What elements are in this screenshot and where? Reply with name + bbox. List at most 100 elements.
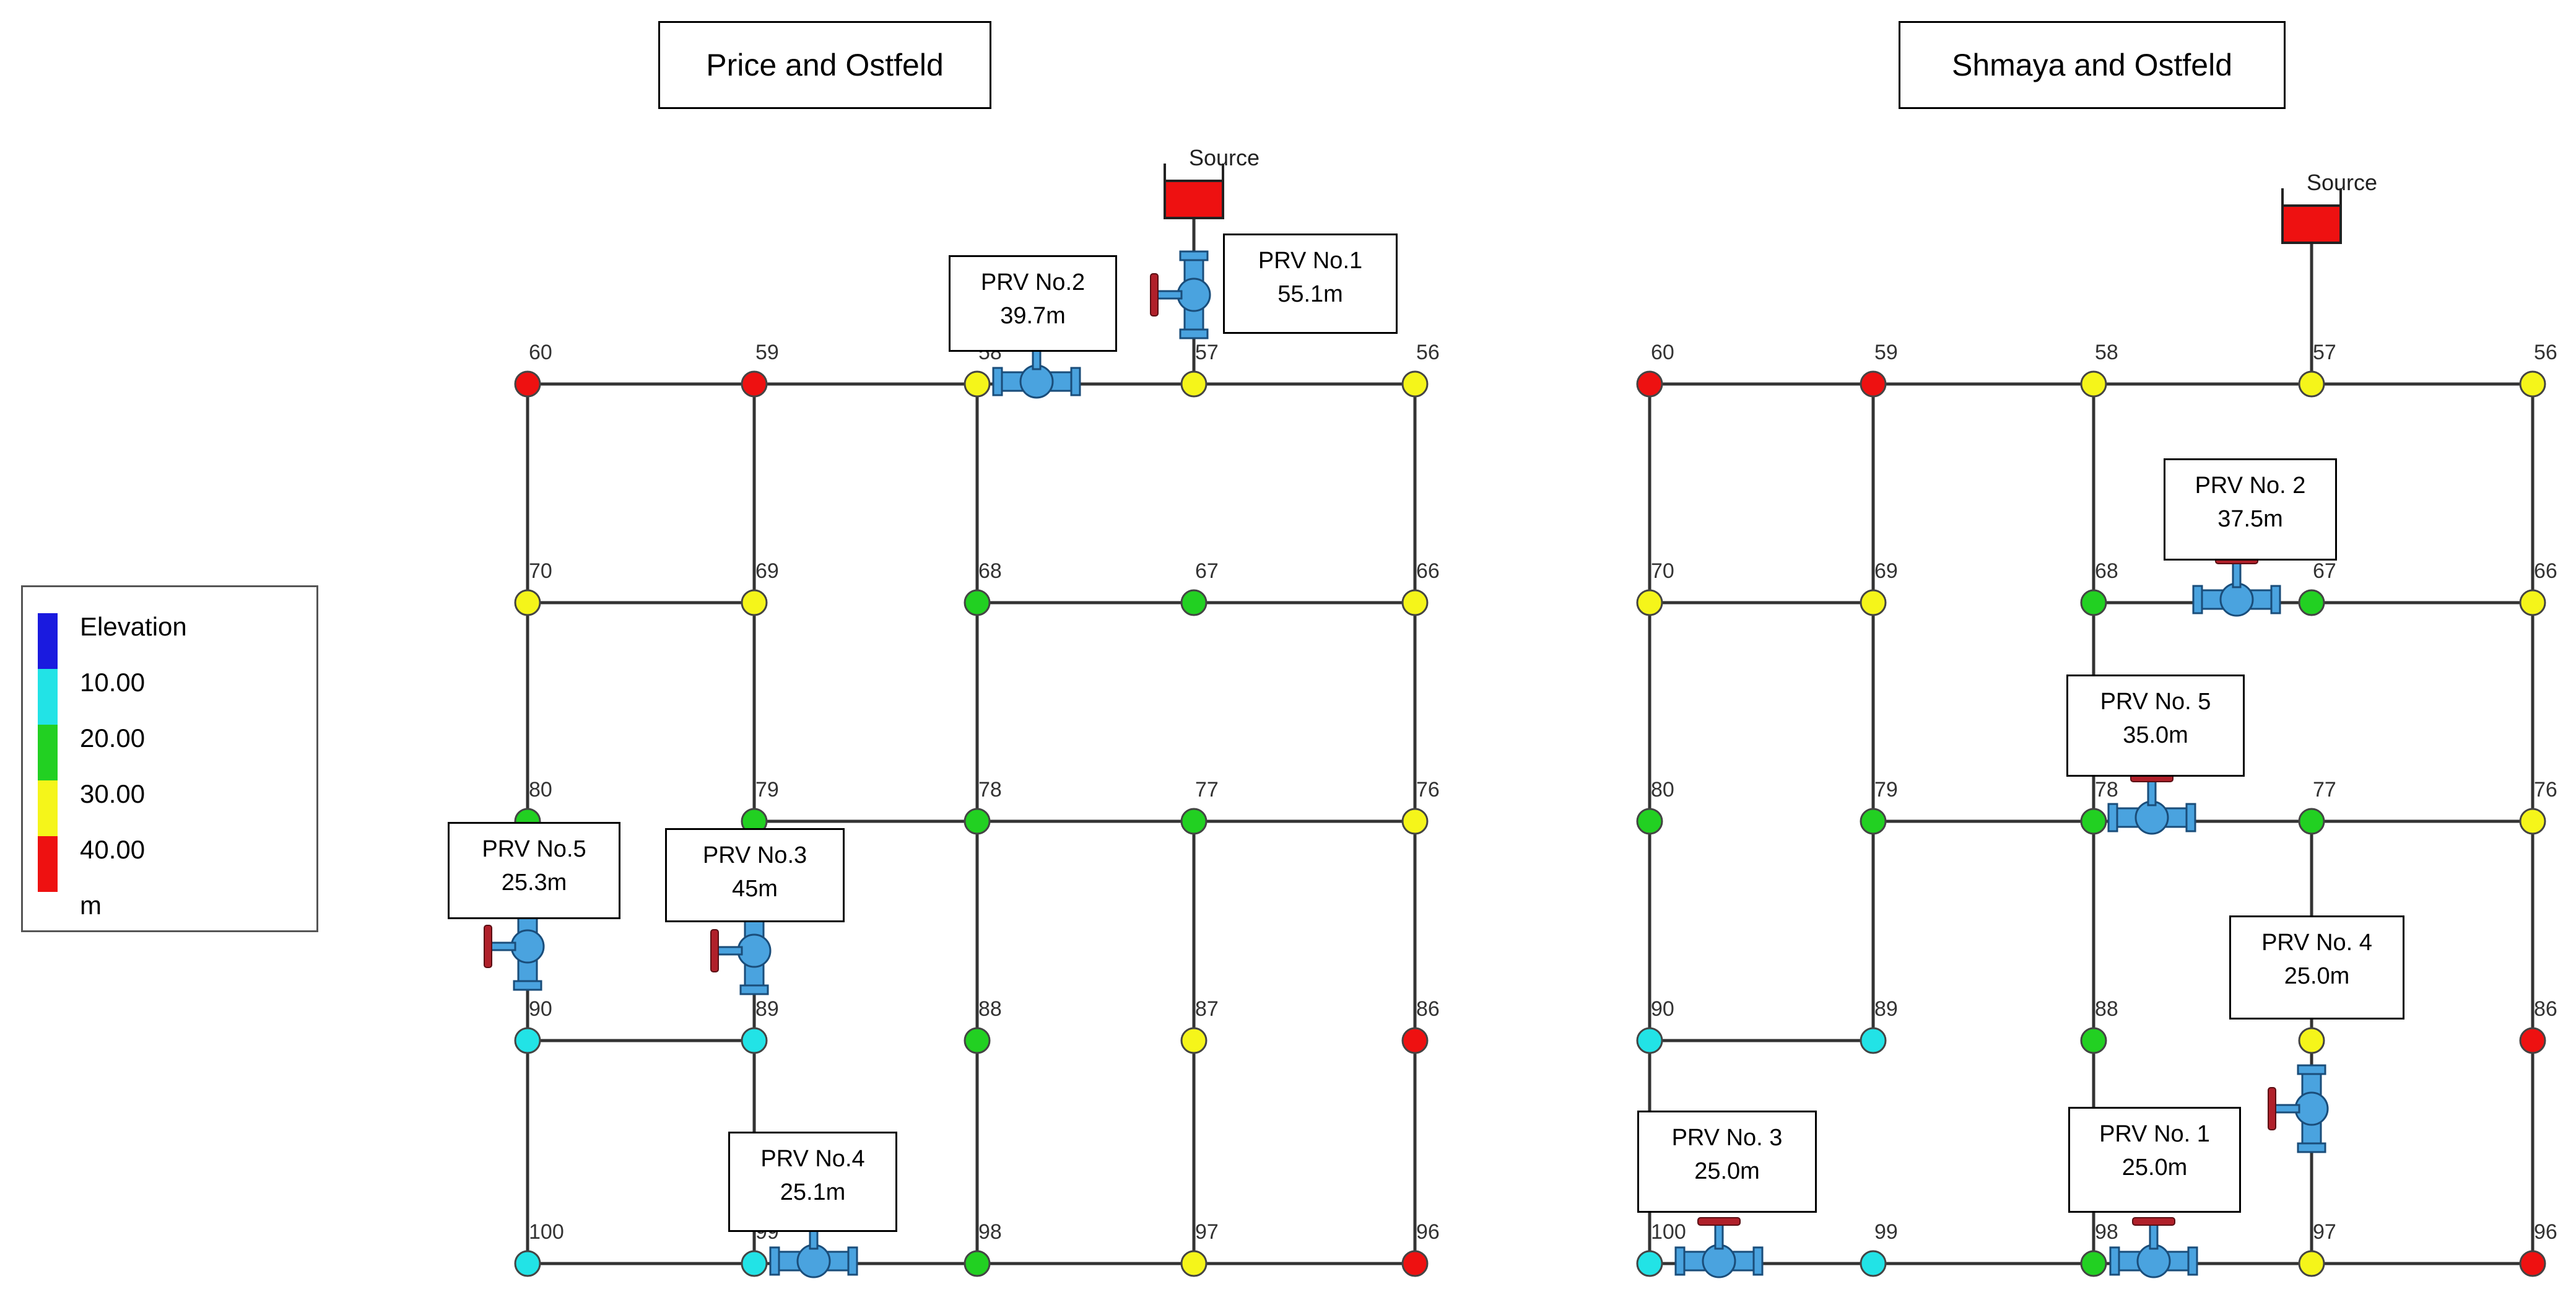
right-source-label: Source <box>2307 170 2377 195</box>
right-junction-label-97: 97 <box>2313 1220 2336 1244</box>
left-junction-99 <box>741 1250 768 1277</box>
right-prv-2-valve-icon-bonnet <box>2219 582 2254 617</box>
right-junction-label-96: 96 <box>2534 1220 2557 1244</box>
left-junction-76 <box>1401 808 1429 835</box>
left-junction-96 <box>1401 1250 1429 1277</box>
left-diagram-title: Price and Ostfeld <box>658 21 991 109</box>
left-prv-5-valve-icon-flange-bottom <box>513 980 542 991</box>
left-prv-5-valve-icon-stem <box>489 941 516 951</box>
right-prv-5-valve-icon-flange-right <box>2185 803 2196 832</box>
right-prv-1-valve-icon-bonnet <box>2136 1244 2171 1278</box>
left-junction-label-70: 70 <box>529 559 552 583</box>
right-prv-5-valve-icon-bonnet <box>2134 800 2169 835</box>
left-junction-97 <box>1180 1250 1208 1277</box>
left-junction-label-98: 98 <box>978 1220 1002 1244</box>
left-prv-4-valve-icon-flange-right <box>847 1246 858 1276</box>
left-prv-4-setting: 25.1m <box>780 1179 846 1205</box>
right-junction-66 <box>2519 589 2546 616</box>
right-junction-label-59: 59 <box>1874 341 1898 364</box>
right-prv-3-valve-icon-handwheel <box>1697 1217 1741 1226</box>
left-prv-4-name: PRV No.4 <box>760 1146 865 1172</box>
right-prv-3-valve-icon-stem <box>1714 1223 1724 1250</box>
right-junction-label-88: 88 <box>2095 997 2118 1021</box>
left-prv-1-valve-icon-flange-top <box>1179 250 1209 261</box>
left-source-label: Source <box>1189 145 1260 170</box>
right-junction-68 <box>2080 589 2107 616</box>
right-prv-1-valve-icon-stem <box>2149 1223 2159 1250</box>
left-junction-59 <box>741 370 768 398</box>
right-prv-5-valve-icon-stem <box>2147 779 2157 806</box>
left-prv-1-valve-icon-bonnet <box>1177 277 1211 312</box>
right-prv-5-valve-icon-flange-left <box>2107 803 2118 832</box>
right-junction-60 <box>1636 370 1663 398</box>
legend-swatch-blue <box>38 613 58 669</box>
right-prv-5-setting: 35.0m <box>2123 722 2188 748</box>
left-junction-69 <box>741 589 768 616</box>
right-prv-2-valve-icon-flange-left <box>2192 585 2203 614</box>
left-prv-3-label: PRV No.3 45m <box>665 828 845 922</box>
left-junction-70 <box>514 589 541 616</box>
legend-item: m <box>80 891 102 920</box>
left-prv-5-label: PRV No.5 25.3m <box>448 822 620 919</box>
legend-item: 30.00 <box>80 779 146 808</box>
right-junction-78 <box>2080 808 2107 835</box>
right-junction-label-66: 66 <box>2534 559 2557 583</box>
left-prv-5-valve-icon-bonnet <box>510 929 545 964</box>
left-junction-label-100: 100 <box>529 1220 564 1244</box>
left-junction-57 <box>1180 370 1208 398</box>
right-junction-86 <box>2519 1027 2546 1054</box>
right-junction-57 <box>2298 370 2325 398</box>
legend-swatch-cyan <box>38 669 58 725</box>
right-prv-3-name: PRV No. 3 <box>1671 1125 1783 1151</box>
left-prv-3-valve-icon-flange-bottom <box>739 984 769 995</box>
left-junction-98 <box>964 1250 991 1277</box>
left-junction-89 <box>741 1027 768 1054</box>
right-junction-label-76: 76 <box>2534 778 2557 801</box>
right-prv-3-setting: 25.0m <box>1694 1158 1760 1184</box>
right-prv-3-valve-icon-bonnet <box>1702 1244 1736 1278</box>
left-prv-2-valve-icon-flange-right <box>1070 367 1081 396</box>
left-prv-3-valve-icon-stem <box>716 946 743 956</box>
right-prv-4-valve-icon-flange-top <box>2297 1064 2326 1075</box>
right-junction-99 <box>1860 1250 1887 1277</box>
right-junction-label-57: 57 <box>2313 341 2336 364</box>
right-prv-4-name: PRV No. 4 <box>2261 930 2372 956</box>
left-prv-2-setting: 39.7m <box>1000 303 1066 329</box>
left-junction-56 <box>1401 370 1429 398</box>
right-diagram-title: Shmaya and Ostfeld <box>1899 21 2286 109</box>
left-prv-4-valve-icon-bonnet <box>796 1244 831 1278</box>
right-junction-80 <box>1636 808 1663 835</box>
right-prv-2-valve-icon-stem <box>2232 561 2242 588</box>
right-junction-56 <box>2519 370 2546 398</box>
left-junction-label-60: 60 <box>529 341 552 364</box>
left-junction-label-88: 88 <box>978 997 1002 1021</box>
left-prv-2-name: PRV No.2 <box>980 269 1086 295</box>
right-prv-4-valve-icon-handwheel <box>2268 1087 2276 1130</box>
right-junction-89 <box>1860 1027 1887 1054</box>
right-prv-3-valve-icon-flange-right <box>1752 1246 1764 1276</box>
legend-item: 10.00 <box>80 668 146 697</box>
left-prv-5-valve-icon-handwheel <box>484 925 492 968</box>
legend-swatch-green <box>38 725 58 780</box>
legend-item: 40.00 <box>80 835 146 864</box>
left-prv-1-label: PRV No.1 55.1m <box>1223 234 1398 334</box>
left-junction-label-67: 67 <box>1195 559 1219 583</box>
left-prv-1-valve-icon-flange-bottom <box>1179 328 1209 339</box>
left-prv-3-setting: 45m <box>732 876 778 902</box>
right-junction-70 <box>1636 589 1663 616</box>
left-prv-4-valve-icon-flange-left <box>769 1246 780 1276</box>
right-junction-label-67: 67 <box>2313 559 2336 583</box>
right-junction-96 <box>2519 1250 2546 1277</box>
left-prv-1-valve-icon-handwheel <box>1150 273 1159 317</box>
left-junction-label-66: 66 <box>1416 559 1440 583</box>
left-junction-100 <box>514 1250 541 1277</box>
right-junction-label-60: 60 <box>1651 341 1674 364</box>
left-prv-1-valve-icon-stem <box>1155 290 1183 300</box>
right-junction-label-69: 69 <box>1874 559 1898 583</box>
left-junction-68 <box>964 589 991 616</box>
left-junction-60 <box>514 370 541 398</box>
right-prv-2-name: PRV No. 2 <box>2195 473 2306 499</box>
left-junction-label-57: 57 <box>1195 341 1219 364</box>
right-junction-97 <box>2298 1250 2325 1277</box>
right-reservoir-icon <box>2281 204 2342 244</box>
